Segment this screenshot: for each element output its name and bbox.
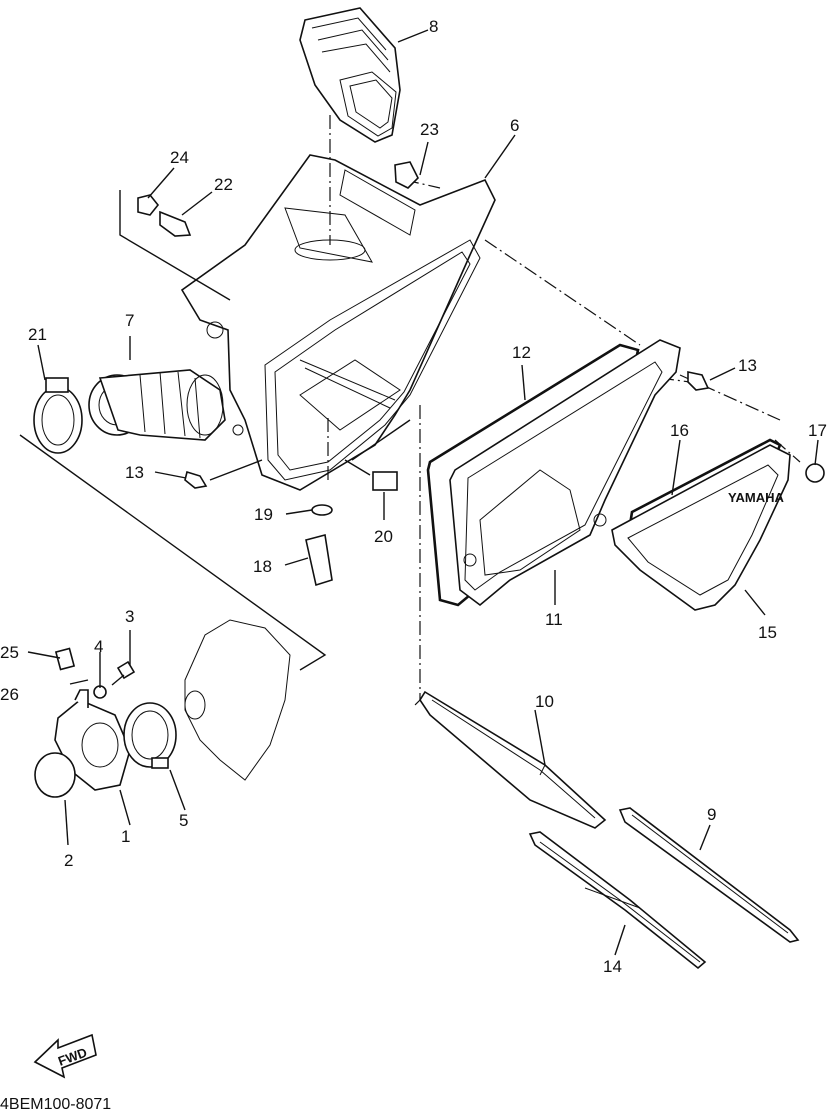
drawing-code: 4BEM100-8071 xyxy=(0,1096,111,1111)
callout-16: 16 xyxy=(670,421,689,440)
air-box-part-6 xyxy=(180,154,496,491)
clamp-part-21 xyxy=(33,377,83,454)
callout-5: 5 xyxy=(179,811,188,830)
callout-12: 12 xyxy=(512,343,531,362)
callout-22: 22 xyxy=(214,175,233,194)
callout-19: 19 xyxy=(254,505,273,524)
air-box-cover-part-11 xyxy=(449,339,681,607)
intake-joint-part-7 xyxy=(88,369,226,441)
callout-15: 15 xyxy=(758,623,777,642)
callout-26: 26 xyxy=(0,685,19,704)
filter-guide-part-14 xyxy=(528,831,707,970)
callout-13a: 13 xyxy=(738,356,757,375)
callout-17: 17 xyxy=(808,421,827,440)
leader-lines xyxy=(27,29,819,956)
callout-numbers: 1 2 3 4 5 6 7 8 9 10 11 12 13 13 14 15 1… xyxy=(0,17,827,976)
callout-14: 14 xyxy=(603,957,622,976)
callout-18: 18 xyxy=(253,557,272,576)
assembly-lines xyxy=(19,115,801,706)
callout-10: 10 xyxy=(535,692,554,711)
intake-duct-part-8 xyxy=(299,7,401,143)
callout-24: 24 xyxy=(170,148,189,167)
callout-11: 11 xyxy=(545,610,563,629)
filter-element-part-10 xyxy=(419,690,607,829)
callout-9: 9 xyxy=(707,805,716,824)
callout-4: 4 xyxy=(94,637,103,656)
carburetor-joint-assembly xyxy=(34,619,291,798)
callout-20: 20 xyxy=(374,527,393,546)
cover-brand-text: YAMAHA xyxy=(728,490,784,505)
forward-arrow-icon: FWD xyxy=(33,1033,97,1079)
side-cover-part-15: YAMAHA xyxy=(611,444,791,611)
callout-2: 2 xyxy=(64,851,73,870)
callout-6: 6 xyxy=(510,116,519,135)
callout-7: 7 xyxy=(125,311,134,330)
filter-element-part-9 xyxy=(618,807,800,943)
fasteners xyxy=(137,161,825,587)
callout-25: 25 xyxy=(0,643,19,662)
callout-21: 21 xyxy=(28,325,47,344)
callout-23: 23 xyxy=(420,120,439,139)
callout-3: 3 xyxy=(125,607,134,626)
callout-1: 1 xyxy=(121,827,130,846)
callout-13b: 13 xyxy=(125,463,144,482)
callout-8: 8 xyxy=(429,17,438,36)
